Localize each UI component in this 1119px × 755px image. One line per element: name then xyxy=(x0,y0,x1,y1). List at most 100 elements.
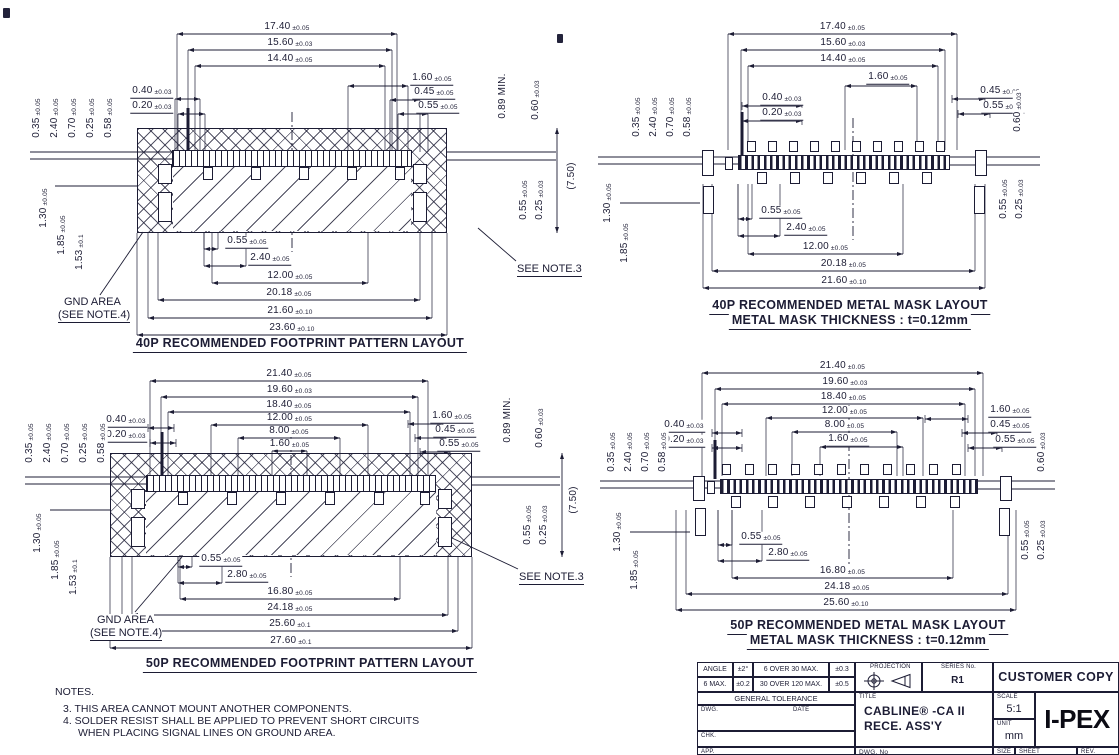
dim-label: 1.53±0.1 xyxy=(67,557,80,597)
dim-label: 16.80±0.05 xyxy=(265,585,315,598)
mask-pad-upper xyxy=(883,464,892,475)
dim-label: 2.40±0.05 xyxy=(784,222,828,236)
dim-label: 0.70±0.05 xyxy=(66,96,79,140)
tol-02-cell: ±0.2 xyxy=(733,677,753,692)
mask-pad-upper xyxy=(831,141,840,152)
dim-label: 0.70±0.05 xyxy=(59,421,72,465)
mask-pad-upper xyxy=(810,141,819,152)
dim-label: 12.00±0.05 xyxy=(265,269,315,282)
dim-label: 0.60±0.03 xyxy=(529,78,542,122)
mask-pad-lower xyxy=(950,496,960,508)
mask-pad-upper xyxy=(768,464,777,475)
dim-label: 0.55±0.05 xyxy=(517,178,530,222)
dim-label: 1.60±0.05 xyxy=(430,410,474,424)
dim-label: 0.20±0.03 xyxy=(760,107,804,121)
mask-end-pad xyxy=(702,150,714,176)
diagram-title: METAL MASK THICKNESS : t=0.12mm xyxy=(746,633,990,650)
notch xyxy=(158,192,172,222)
callout-label: GND AREA xyxy=(64,296,121,311)
diagram-title: METAL MASK THICKNESS : t=0.12mm xyxy=(728,313,972,330)
notch xyxy=(131,517,145,547)
dim-label: 0.25±0.03 xyxy=(1035,518,1048,562)
mask-pad-lower xyxy=(805,496,815,508)
callout-label: (SEE NOTE.4) xyxy=(58,309,131,324)
dim-label: (7.50) xyxy=(566,160,577,192)
dim-label: 1.85±0.05 xyxy=(55,213,68,257)
dim-label: 0.70±0.05 xyxy=(639,430,652,474)
mask-end-pad xyxy=(999,508,1010,536)
dim-label: 20.18±0.05 xyxy=(264,286,314,299)
stagger-pad xyxy=(178,492,188,505)
connector-body xyxy=(110,453,472,557)
dim-label: 17.40±0.05 xyxy=(262,20,312,33)
dim-label: 14.40±0.05 xyxy=(265,52,315,65)
notch xyxy=(413,164,427,184)
customer-copy-cell: CUSTOMER COPY xyxy=(993,662,1119,692)
callout-label: SEE NOTE.3 xyxy=(519,571,584,586)
dim-label: 0.40±0.03 xyxy=(760,92,804,106)
dim-label: 0.58±0.05 xyxy=(681,95,694,139)
dim-label: 16.80±0.05 xyxy=(817,564,868,577)
angle-label-cell: ANGLE xyxy=(697,662,733,677)
dim-label: 0.25±0.03 xyxy=(533,178,546,222)
dim-label: 8.00±0.05 xyxy=(822,418,867,431)
dim-label: 25.60±0.10 xyxy=(821,596,871,609)
dim-label: 0.35±0.05 xyxy=(30,96,43,140)
mask-pad-upper xyxy=(745,464,754,475)
dim-label: 0.20±0.03 xyxy=(130,100,174,114)
dim-label: 0.55±0.05 xyxy=(437,438,481,452)
pad-row xyxy=(172,150,412,167)
dim-label: 1.30±0.05 xyxy=(601,181,614,225)
note-4-cont: WHEN PLACING SIGNAL LINES ON GROUND AREA… xyxy=(78,727,336,739)
mask-pad-upper xyxy=(936,141,945,152)
stagger-pad xyxy=(299,167,309,180)
mask-pad-lower xyxy=(889,172,899,184)
dim-label: 1.30±0.05 xyxy=(611,510,624,554)
dim-label: 1.60±0.05 xyxy=(826,433,870,447)
notes-heading: NOTES. xyxy=(55,686,95,698)
dim-label: 0.55±0.05 xyxy=(759,205,803,219)
dim-label: 0.40±0.03 xyxy=(104,414,148,428)
mask-pad-row xyxy=(720,479,978,494)
size-cell: SIZE xyxy=(993,747,1015,755)
drawing-title-line2: RECE. ASS'Y xyxy=(864,719,943,733)
dim-label: 2.80±0.05 xyxy=(766,547,810,561)
mask-pad-upper xyxy=(929,464,938,475)
dim-label: 27.60±0.1 xyxy=(268,634,314,647)
mask-end-pad xyxy=(725,157,733,170)
ipex-logo: I-PEX xyxy=(1044,704,1110,734)
dim-label: 21.40±0.05 xyxy=(264,367,314,380)
rev-cell: REV. xyxy=(1077,747,1119,755)
dim-label: 0.58±0.05 xyxy=(95,421,108,465)
dim-label: 0.35±0.05 xyxy=(605,430,618,474)
note-4: 4. SOLDER RESIST SHALL BE APPLIED TO PRE… xyxy=(63,715,420,727)
dim-label: 1.60±0.05 xyxy=(410,72,454,86)
dim-label: 2.40±0.05 xyxy=(248,252,292,266)
mask-end-pad xyxy=(974,186,985,214)
tol-05-cell: ±0.5 xyxy=(829,677,855,692)
dim-label: 0.58±0.05 xyxy=(656,430,669,474)
chk-cell: CHK. xyxy=(697,731,855,747)
dim-label: 0.40±0.03 xyxy=(662,419,706,433)
dim-label: 0.45±0.05 xyxy=(988,419,1032,433)
dim-label: 24.18±0.05 xyxy=(265,601,315,614)
stagger-pad xyxy=(395,167,405,180)
dim-label: 1.85±0.05 xyxy=(628,548,641,592)
dim-label: 1.85±0.05 xyxy=(618,221,631,265)
stagger-pad xyxy=(251,167,261,180)
stagger-pad xyxy=(276,492,286,505)
mask-pad-upper xyxy=(906,464,915,475)
date-label: DATE xyxy=(793,707,810,713)
dim-label: 19.60±0.03 xyxy=(820,375,870,388)
dim-label: 0.25±0.05 xyxy=(77,421,90,465)
mask-end-pad xyxy=(975,150,987,176)
pad-row xyxy=(146,475,436,492)
title-cell: TITLE CABLINE® -CA II RECE. ASS'Y xyxy=(855,692,993,747)
dim-label: 0.45±0.05 xyxy=(433,424,477,438)
dim-label: 1.53±0.1 xyxy=(73,232,86,272)
mask-end-pad xyxy=(703,186,714,214)
mask-pad-upper xyxy=(768,141,777,152)
dim-label: 23.60±0.10 xyxy=(267,321,317,334)
dim-label: 18.40±0.05 xyxy=(818,390,869,403)
mask-pad-lower xyxy=(823,172,833,184)
